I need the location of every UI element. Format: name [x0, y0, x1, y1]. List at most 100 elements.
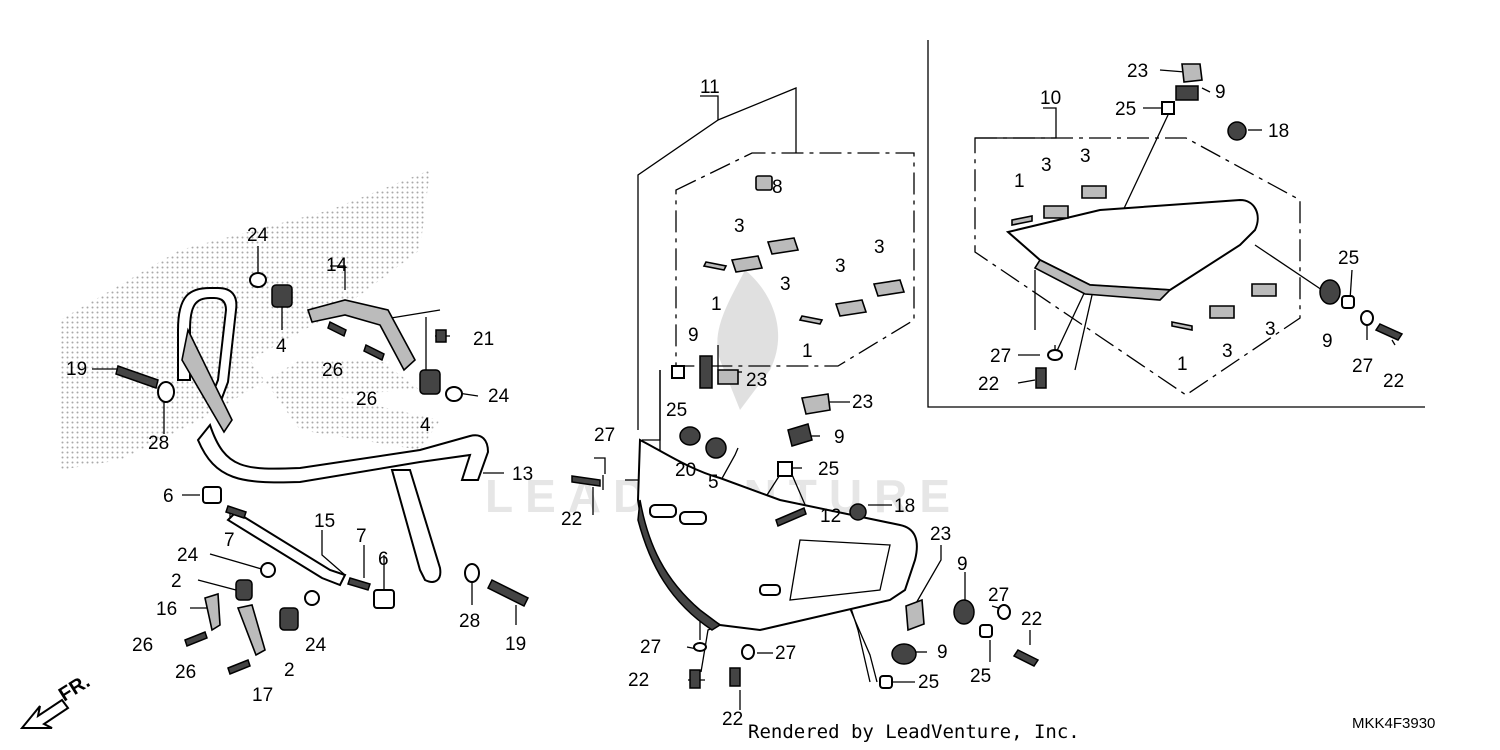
bolt-19a [115, 365, 159, 389]
callout-6: 6 [163, 486, 174, 507]
strip-1c [1011, 215, 1033, 226]
bolt-22b [689, 669, 701, 689]
rubber-2b [279, 607, 299, 631]
bolt-26d [227, 659, 251, 675]
callout-28: 28 [459, 611, 480, 632]
nut-18b [1227, 121, 1247, 141]
clip-23d [1181, 63, 1203, 83]
callout-26: 26 [356, 389, 377, 410]
callout-9: 9 [957, 554, 968, 575]
guard-bar-13 [196, 422, 490, 484]
callout-23: 23 [746, 370, 767, 391]
callout-7: 7 [224, 530, 235, 551]
clip-23a [717, 369, 739, 385]
callout-4: 4 [276, 336, 287, 357]
collar-25c [979, 624, 993, 638]
stud-12 [775, 506, 807, 528]
callout-24: 24 [177, 545, 199, 566]
nut-24b [445, 386, 463, 402]
washer-27d [1047, 349, 1063, 361]
callout-25: 25 [918, 672, 939, 693]
pad-8 [755, 175, 773, 191]
group-outline-10 [974, 137, 1301, 396]
callout-9: 9 [937, 642, 948, 663]
callout-3: 3 [780, 274, 791, 295]
callout-1: 1 [802, 341, 813, 362]
skid-plate-inner-rib [789, 539, 891, 601]
callout-3: 3 [1080, 146, 1091, 167]
guard-mount-plate [181, 327, 233, 434]
collar-6a [202, 486, 222, 504]
callout-27: 27 [990, 346, 1011, 367]
callout-9: 9 [1215, 82, 1226, 103]
pad-3d [872, 279, 906, 297]
callout-2: 2 [171, 571, 182, 592]
strip-1b [798, 315, 824, 325]
callout-1: 1 [1177, 354, 1188, 375]
grommet-5 [705, 437, 727, 459]
callout-7: 7 [356, 526, 367, 547]
callout-26: 26 [132, 635, 153, 656]
callout-1: 1 [711, 294, 722, 315]
pad-3g [1209, 305, 1235, 319]
callout-24: 24 [305, 635, 327, 656]
rubber-9f [1319, 279, 1341, 305]
callout-23: 23 [930, 524, 951, 545]
callout-22: 22 [1383, 371, 1404, 392]
bolt-26b [363, 343, 385, 362]
callout-3: 3 [1041, 155, 1052, 176]
strip-1d [1171, 321, 1193, 331]
callout-22: 22 [628, 670, 649, 691]
nut-24c [260, 562, 276, 578]
clip-23b [801, 393, 831, 415]
callout-13: 13 [512, 464, 533, 485]
wing-logo-watermark [60, 170, 440, 470]
front-arrow-icon [19, 698, 70, 729]
callout-27: 27 [640, 637, 661, 658]
callout-5: 5 [708, 472, 719, 493]
callout-22: 22 [561, 509, 582, 530]
spring-9e [1175, 85, 1199, 101]
bolt-26c [184, 631, 208, 647]
skid-plate-slot-a [649, 504, 677, 518]
callout-25: 25 [666, 400, 687, 421]
nut-18a [849, 503, 867, 521]
cap-25b [777, 461, 793, 477]
callout-8: 8 [772, 177, 783, 198]
washer-27b [741, 644, 755, 660]
bolt-7a [225, 505, 247, 519]
skid-plate-slot-b [679, 511, 707, 525]
collar-25f [1341, 295, 1355, 309]
callout-14: 14 [326, 255, 348, 276]
callout-6: 6 [378, 549, 389, 570]
spring-9b [787, 423, 813, 447]
pad-3f [1081, 185, 1107, 199]
callout-24: 24 [247, 225, 269, 246]
callout-3: 3 [734, 216, 745, 237]
guard-leg [390, 469, 442, 583]
washer-27c [997, 604, 1011, 620]
collar-25d [879, 675, 893, 689]
bracket-17 [236, 604, 266, 657]
strip-1a [702, 261, 728, 271]
washer-27a [693, 642, 707, 652]
callout-3: 3 [835, 256, 846, 277]
callout-28: 28 [148, 433, 169, 454]
bolt-22c [729, 667, 741, 687]
callout-15: 15 [314, 511, 335, 532]
callout-2: 2 [284, 660, 295, 681]
rubber-9c [953, 599, 975, 625]
rubber-mount-4a [271, 284, 293, 308]
pad-3a [730, 255, 764, 273]
callout-3: 3 [1222, 341, 1233, 362]
skid-plate-slot-c [759, 584, 781, 596]
pad-3c [834, 299, 868, 317]
skid-plate-10-edge [1033, 258, 1172, 301]
callout-25: 25 [818, 459, 839, 480]
callout-1: 1 [1014, 171, 1025, 192]
bolt-7b [347, 577, 371, 591]
callout-23: 23 [1127, 61, 1148, 82]
callout-26: 26 [175, 662, 196, 683]
clip-23c [905, 598, 925, 632]
